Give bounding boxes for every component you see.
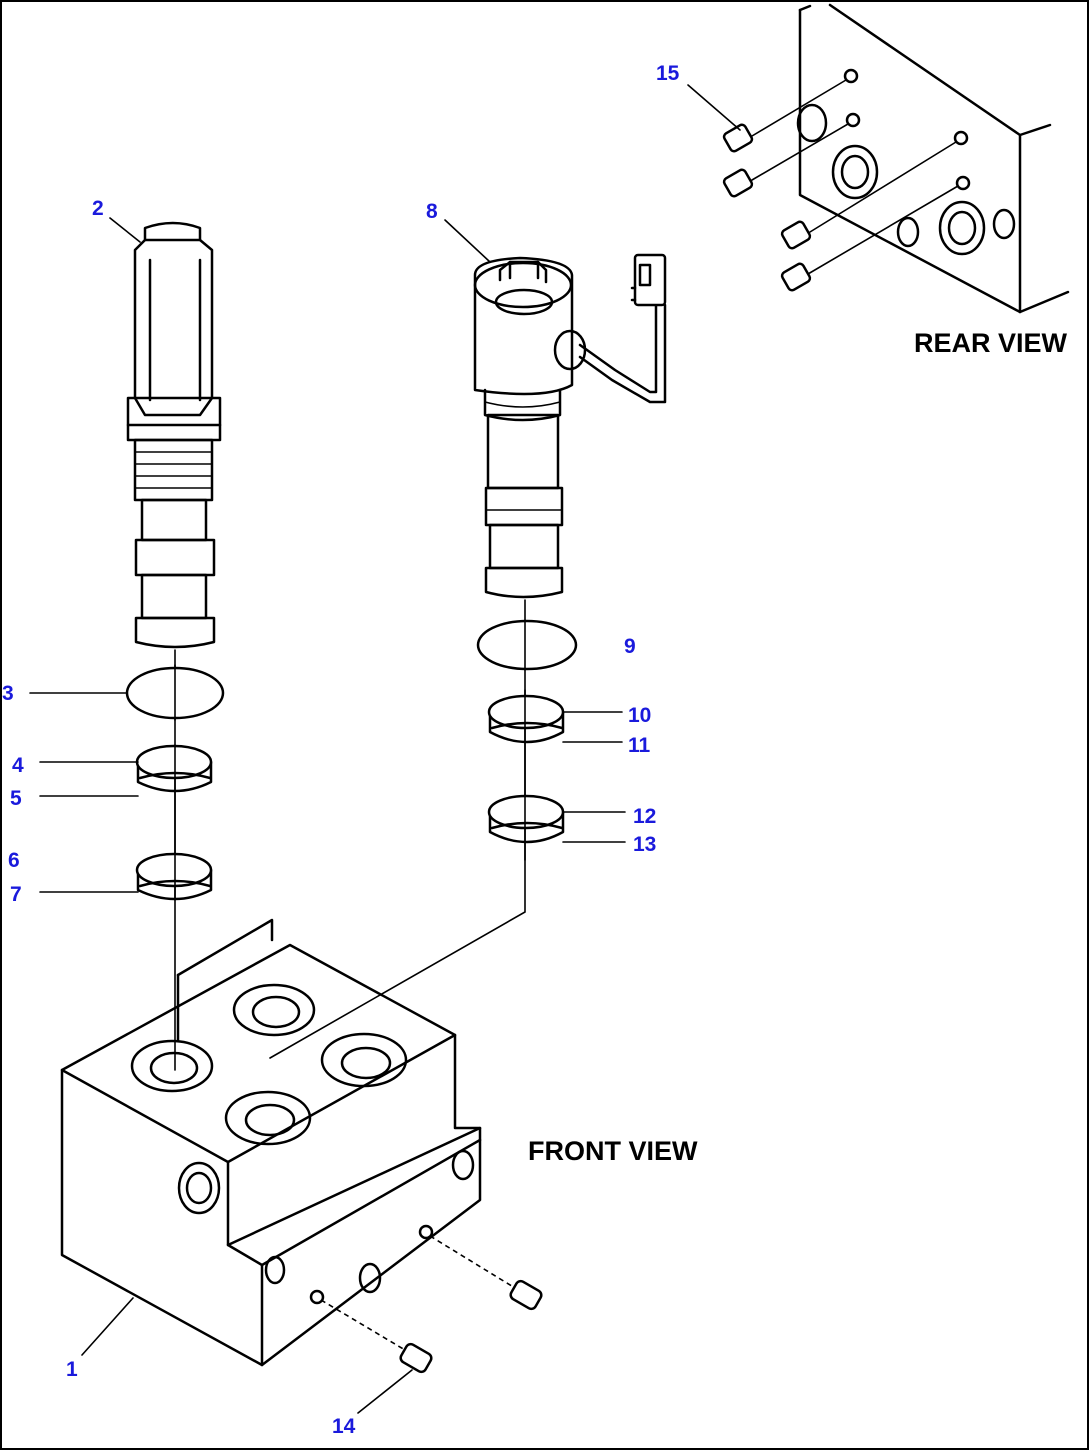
- part-14-plug-b: [399, 1342, 433, 1374]
- part-8-solenoid-valve: [473, 253, 667, 599]
- part-12-13-backup-rings: [487, 794, 565, 844]
- callout-9: 9: [624, 635, 636, 658]
- part-1-valve-block: [60, 918, 482, 1367]
- rear-view-block: [722, 3, 1070, 314]
- part-4-5-backup-rings: [135, 744, 213, 793]
- callout-14: 14: [332, 1415, 356, 1438]
- plug-b-path: [320, 1299, 406, 1351]
- callout-13: 13: [633, 833, 656, 856]
- callout-8: 8: [426, 200, 438, 223]
- callout-6: 6: [8, 849, 20, 872]
- callout-15: 15: [656, 62, 680, 85]
- callout-4: 4: [12, 754, 24, 777]
- front-view-label: FRONT VIEW: [528, 1136, 698, 1166]
- callout-12: 12: [633, 805, 656, 828]
- callout-2: 2: [92, 197, 104, 220]
- callout-10: 10: [628, 704, 651, 727]
- callout-5: 5: [10, 787, 22, 810]
- callout-11: 11: [628, 734, 651, 757]
- rear-plug-1: [722, 123, 754, 153]
- callout-1: 1: [66, 1358, 78, 1381]
- rear-plug-4: [780, 262, 812, 292]
- part-8-centerline: [269, 599, 526, 1059]
- part-10-11-backup-rings: [487, 694, 565, 744]
- leader-lines: [29, 84, 741, 1414]
- plug-a-path: [429, 1235, 516, 1289]
- callout-3: 3: [2, 682, 14, 705]
- rear-view-label: REAR VIEW: [914, 328, 1068, 358]
- part-2-cartridge-valve: [126, 221, 222, 649]
- part-6-7-backup-rings: [135, 852, 213, 901]
- part-14-plug-a: [509, 1279, 543, 1311]
- rear-plug-2: [722, 168, 754, 198]
- part-9-o-ring: [476, 619, 578, 671]
- callout-7: 7: [10, 883, 22, 906]
- rear-plug-3: [780, 220, 812, 250]
